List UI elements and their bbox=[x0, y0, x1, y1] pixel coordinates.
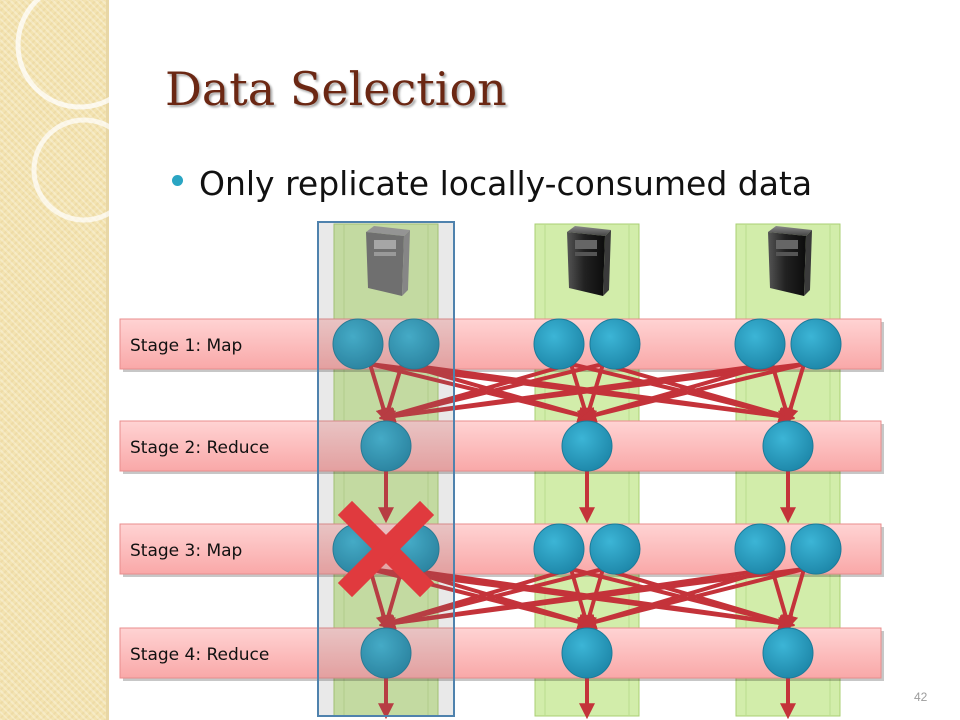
stage-label: Stage 3: Map bbox=[130, 541, 242, 561]
task-node bbox=[762, 627, 814, 679]
server-side bbox=[804, 230, 812, 296]
server-drive-bay bbox=[776, 240, 798, 249]
server-icon bbox=[567, 226, 611, 296]
cross-stroke bbox=[337, 500, 435, 598]
decorative-rings bbox=[15, 0, 110, 223]
stage-label: Stage 1: Map bbox=[130, 336, 242, 356]
server-drive-bay bbox=[374, 240, 396, 249]
task-node bbox=[533, 318, 585, 370]
stage-label: Stage 4: Reduce bbox=[130, 645, 269, 665]
task-node bbox=[561, 420, 613, 472]
server-icon bbox=[768, 226, 812, 296]
server-side bbox=[603, 230, 611, 296]
stage-label: Stage 2: Reduce bbox=[130, 438, 269, 458]
decorative-band-edge bbox=[106, 0, 109, 720]
task-node bbox=[790, 523, 842, 575]
data-flow-arrow bbox=[782, 362, 806, 424]
data-flow-arrow bbox=[378, 567, 806, 631]
task-node bbox=[589, 318, 641, 370]
task-node bbox=[589, 523, 641, 575]
selected-machine-overlay bbox=[318, 222, 454, 716]
server-top bbox=[366, 226, 410, 236]
task-node bbox=[533, 523, 585, 575]
task-node bbox=[734, 523, 786, 575]
data-flow-arrow bbox=[379, 567, 605, 630]
bullet-dot-icon bbox=[172, 175, 183, 186]
task-node bbox=[360, 420, 412, 472]
data-flow-arrow bbox=[379, 362, 605, 423]
failure-cross-icon bbox=[337, 500, 435, 598]
task-node bbox=[388, 318, 440, 370]
stage-band bbox=[119, 627, 882, 679]
task-node bbox=[360, 627, 412, 679]
server-side bbox=[402, 230, 410, 296]
task-node bbox=[790, 318, 842, 370]
data-flow-arrow bbox=[580, 567, 806, 630]
bullet-item: Only replicate locally-consumed data bbox=[172, 164, 812, 203]
server-slot bbox=[776, 252, 798, 256]
data-flow-arrow bbox=[378, 362, 806, 424]
task-node bbox=[734, 318, 786, 370]
task-node bbox=[762, 420, 814, 472]
slide-number: 42 bbox=[914, 690, 928, 704]
data-flow-arrow bbox=[580, 362, 806, 423]
server-top bbox=[768, 226, 812, 236]
slide-title: Data Selection bbox=[165, 62, 507, 116]
server-slot bbox=[575, 252, 597, 256]
selected-machine-border bbox=[317, 221, 455, 717]
stage-band bbox=[119, 420, 882, 472]
task-node bbox=[561, 627, 613, 679]
server-drive-bay bbox=[575, 240, 597, 249]
bullet-text: Only replicate locally-consumed data bbox=[199, 164, 813, 203]
server-icon bbox=[366, 226, 410, 296]
server-top bbox=[567, 226, 611, 236]
task-node bbox=[332, 318, 384, 370]
server-slot bbox=[374, 252, 396, 256]
data-flow-arrow bbox=[782, 567, 806, 631]
